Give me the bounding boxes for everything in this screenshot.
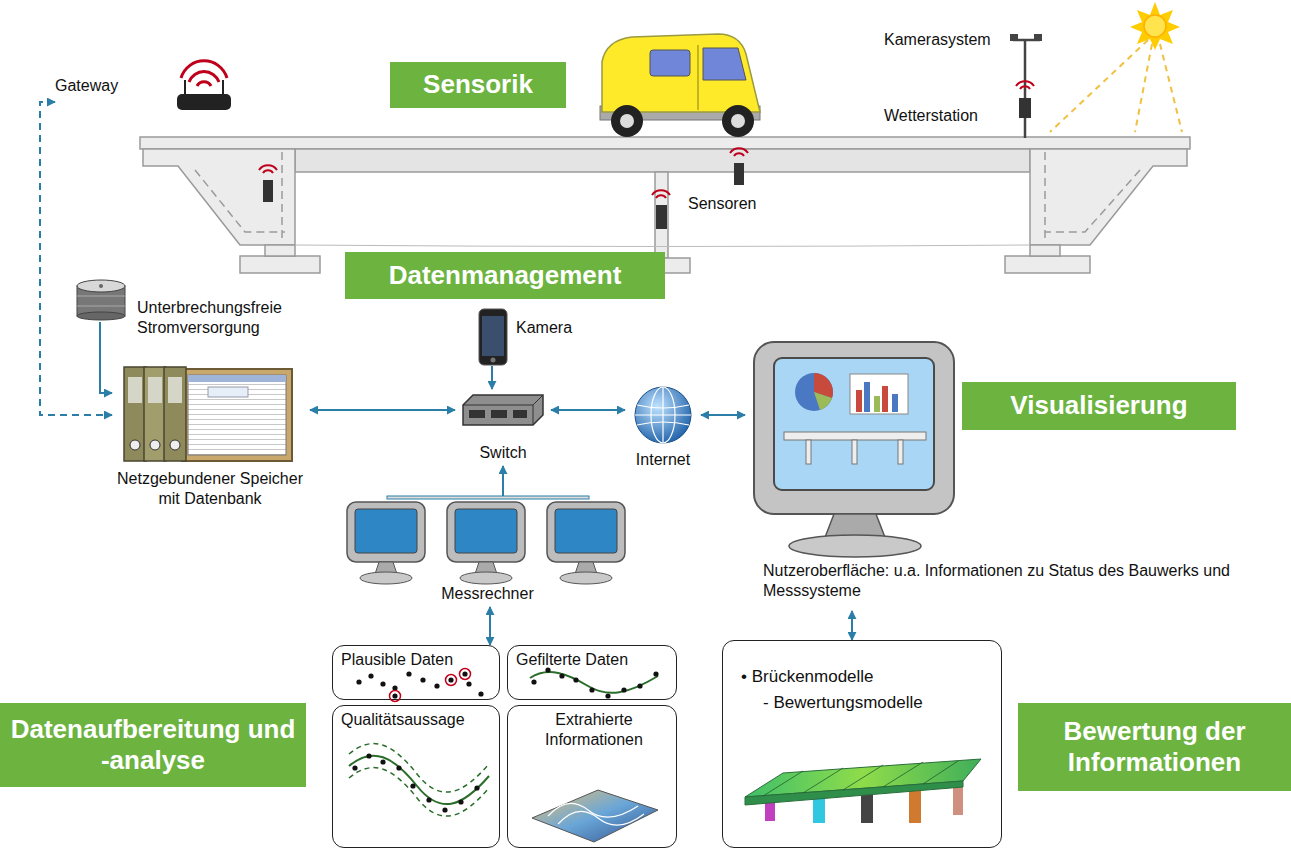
connector-arrow	[100, 322, 112, 393]
sw-icon	[461, 393, 545, 429]
section-title: Visualisierung	[1010, 390, 1187, 421]
storage-device: Netzgebundener Speicher mit Datenbank	[112, 363, 308, 515]
globe-icon	[633, 385, 693, 445]
node-label: Qualitätsaussage	[341, 710, 495, 730]
camera-weather-pole	[1010, 34, 1042, 138]
node-label: Gefilterte Daten	[516, 650, 672, 670]
illustration-label: Wetterstation	[884, 106, 978, 125]
node-label: Internet	[625, 450, 701, 470]
measurement-computers: Messrechner	[335, 488, 640, 606]
node-label: Netzgebundener Speicher mit Datenbank	[112, 469, 308, 508]
analysis-box: Gefilterte Daten	[507, 645, 677, 700]
node-label: • Brückenmodelle	[741, 667, 991, 688]
ups-icon	[75, 278, 127, 320]
node-label: Messrechner	[335, 584, 640, 604]
connector-arrow	[551, 409, 625, 411]
section-title: Bewertung der Informationen	[1026, 716, 1283, 778]
analysis-box: Extrahierte Informationen	[507, 705, 677, 848]
node-label: Switch	[455, 443, 551, 463]
internet-globe: Internet	[625, 383, 701, 473]
pcs-icon	[335, 488, 640, 580]
section-band: Datenaufbereitung und -analyse	[0, 703, 306, 787]
section-title: Datenmanagement	[389, 260, 622, 291]
section-band: Sensorik	[390, 62, 566, 108]
model-box: • Brückenmodelle - Bewertungsmodelle	[722, 640, 1002, 848]
connector-arrow	[491, 366, 493, 389]
phone-icon	[478, 308, 508, 366]
ups-device: Unterbrechungsfreie Stromversorgung	[70, 276, 310, 346]
model-icon	[743, 751, 983, 843]
nas-icon	[122, 365, 294, 463]
section-title: Sensorik	[423, 69, 533, 100]
sun	[1050, 2, 1182, 132]
connector-arrow	[502, 466, 504, 488]
gateway-icon	[173, 66, 235, 112]
monitor-icon	[750, 340, 960, 560]
truck	[600, 34, 760, 137]
node-label: Gateway	[55, 76, 165, 96]
node-label: Nutzeroberfläche: u.a. Informationen zu …	[763, 561, 1243, 600]
section-band: Datenmanagement	[345, 252, 665, 299]
section-title: Datenaufbereitung und -analyse	[8, 714, 298, 776]
user-interface-monitor: Nutzeroberfläche: u.a. Informationen zu …	[745, 335, 1245, 610]
analysis-box: Qualitätsaussage	[332, 705, 500, 848]
analysis-box: Plausible Daten	[332, 645, 500, 700]
illustration-label: Sensoren	[688, 194, 757, 213]
node-label: Extrahierte Informationen	[516, 710, 672, 749]
node-label: Unterbrechungsfreie Stromversorgung	[137, 298, 309, 337]
section-band: Visualisierung	[962, 382, 1236, 430]
section-band: Bewertung der Informationen	[1018, 703, 1291, 791]
connector-arrow	[310, 409, 455, 411]
camera-device: Kamera	[476, 308, 576, 366]
gateway-device: Gateway	[55, 66, 237, 112]
sensors	[259, 148, 748, 229]
connector-arrow	[489, 607, 491, 645]
illustration-label: Kamerasystem	[884, 30, 991, 49]
connector-arrow	[40, 102, 112, 415]
node-label: Kamera	[516, 318, 576, 338]
node-label: - Bewertungsmodelle	[763, 693, 993, 714]
bridge	[140, 137, 1190, 273]
network-switch: Switch	[455, 389, 551, 465]
node-label: Plausible Daten	[341, 650, 495, 670]
connector-arrow	[851, 611, 853, 640]
connector-arrow	[701, 414, 745, 416]
